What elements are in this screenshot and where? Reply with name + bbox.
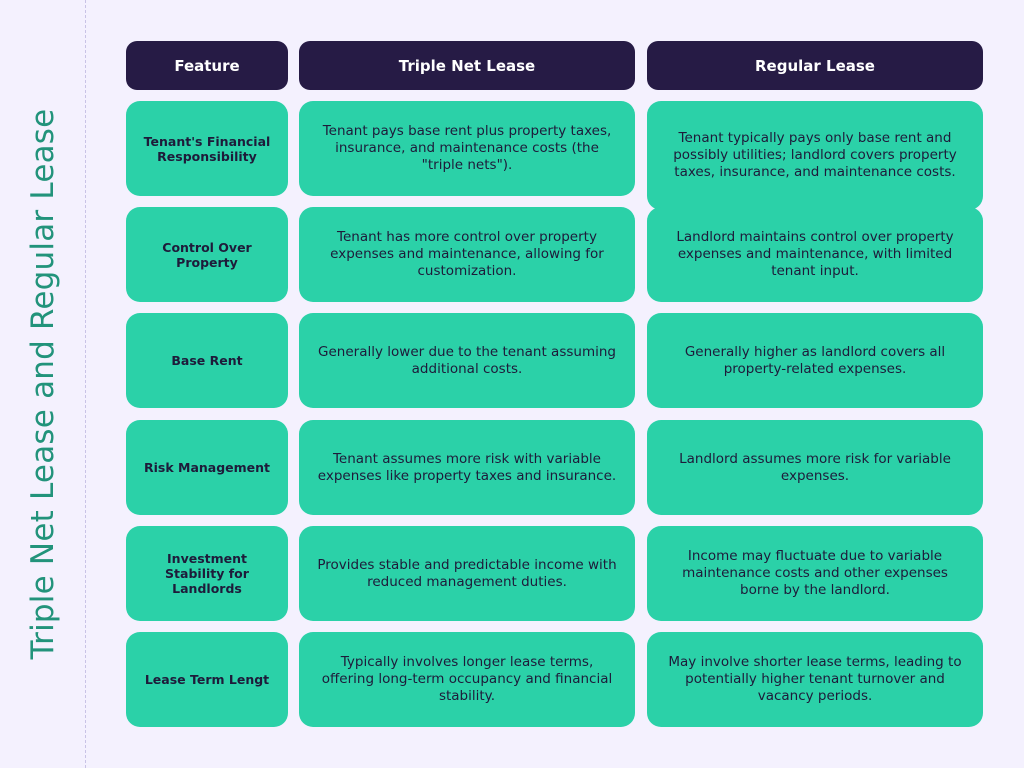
- regular-risk-management: Landlord assumes more risk for variable …: [647, 420, 983, 515]
- regular-financial-responsibility: Tenant typically pays only base rent and…: [647, 101, 983, 210]
- page-title: Triple Net Lease and Regular Lease: [25, 108, 61, 660]
- triple-net-control-over-property: Tenant has more control over property ex…: [299, 207, 635, 302]
- triple-net-risk-management: Tenant assumes more risk with variable e…: [299, 420, 635, 515]
- header-triple-net-lease: Triple Net Lease: [299, 41, 635, 90]
- vertical-divider: [85, 0, 86, 768]
- regular-investment-stability: Income may fluctuate due to variable mai…: [647, 526, 983, 621]
- feature-lease-term-length: Lease Term Lengt: [126, 632, 288, 727]
- header-regular-lease: Regular Lease: [647, 41, 983, 90]
- triple-net-base-rent: Generally lower due to the tenant assumi…: [299, 313, 635, 408]
- header-feature: Feature: [126, 41, 288, 90]
- regular-base-rent: Generally higher as landlord covers all …: [647, 313, 983, 408]
- title-area: Triple Net Lease and Regular Lease: [0, 0, 86, 768]
- feature-base-rent: Base Rent: [126, 313, 288, 408]
- triple-net-financial-responsibility: Tenant pays base rent plus property taxe…: [299, 101, 635, 196]
- regular-lease-term-length: May involve shorter lease terms, leading…: [647, 632, 983, 727]
- feature-investment-stability: Investment Stability for Landlords: [126, 526, 288, 621]
- feature-financial-responsibility: Tenant's Financial Responsibility: [126, 101, 288, 196]
- regular-control-over-property: Landlord maintains control over property…: [647, 207, 983, 302]
- triple-net-investment-stability: Provides stable and predictable income w…: [299, 526, 635, 621]
- feature-risk-management: Risk Management: [126, 420, 288, 515]
- feature-control-over-property: Control Over Property: [126, 207, 288, 302]
- triple-net-lease-term-length: Typically involves longer lease terms, o…: [299, 632, 635, 727]
